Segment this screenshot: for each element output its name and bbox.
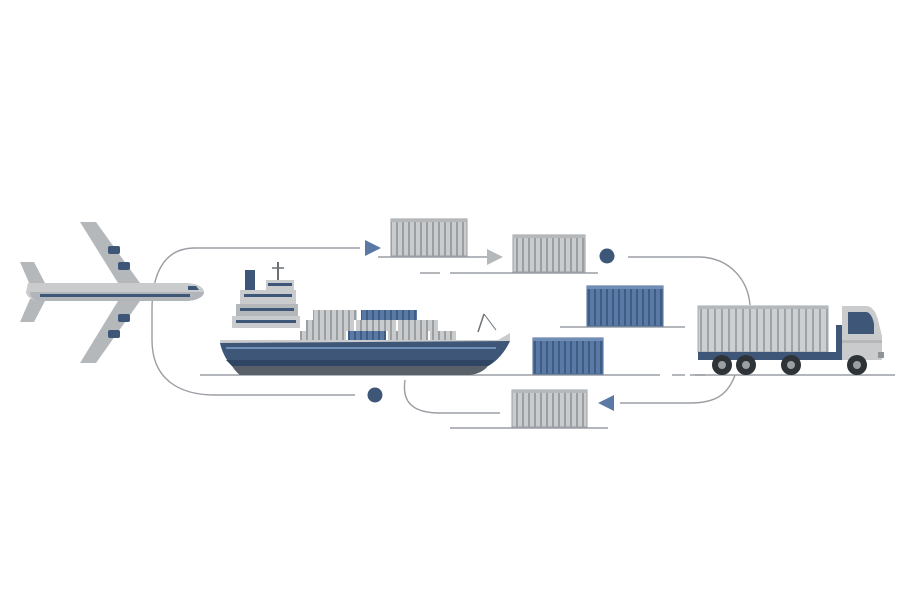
flow-lines bbox=[151, 247, 895, 429]
dot-icon bbox=[367, 387, 383, 403]
top-left-loop-line bbox=[151, 247, 360, 396]
row2-right-line bbox=[628, 256, 751, 306]
arrow-right-icon bbox=[487, 249, 503, 265]
cargo-ship-icon bbox=[220, 262, 510, 375]
container-4 bbox=[532, 337, 604, 375]
arrow-left-icon bbox=[598, 395, 614, 411]
bottom-right-loop-line bbox=[620, 374, 736, 404]
airplane-icon bbox=[20, 222, 204, 363]
container-3 bbox=[586, 285, 664, 327]
container-2 bbox=[512, 234, 586, 273]
truck-wheels bbox=[712, 355, 867, 375]
container-1 bbox=[390, 218, 468, 257]
dot-icon bbox=[599, 248, 615, 264]
bottom-left-loop-line bbox=[403, 379, 500, 414]
flow-markers bbox=[365, 240, 615, 411]
truck-icon bbox=[697, 305, 884, 375]
container-5 bbox=[511, 389, 588, 428]
arrow-right-icon bbox=[365, 240, 381, 256]
